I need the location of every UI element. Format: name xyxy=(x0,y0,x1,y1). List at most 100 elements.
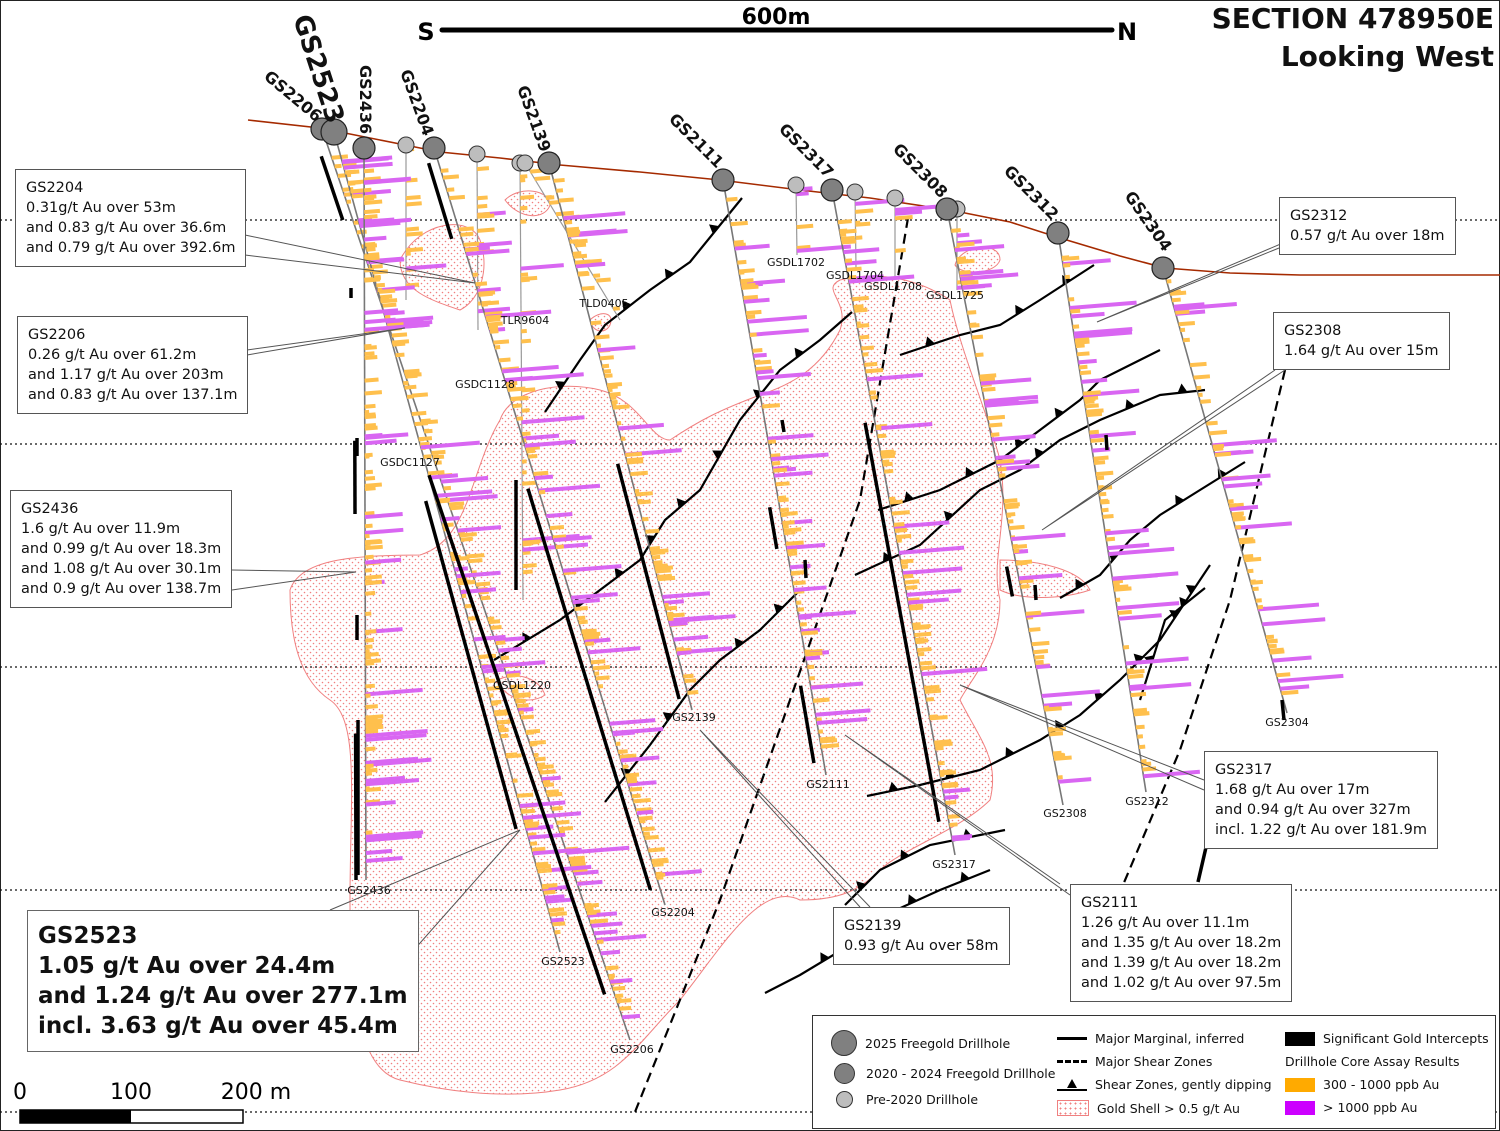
assay-bar-low xyxy=(612,985,626,991)
assay-bar-low xyxy=(486,316,500,322)
callout-line: GS2523 xyxy=(38,923,138,949)
assay-bar-low xyxy=(877,433,887,439)
assay-bar-low xyxy=(740,278,754,284)
callout-line: and 1.17 g/t Au over 203m xyxy=(28,367,224,383)
assay-bar-low xyxy=(519,174,528,179)
collar-label-gs2111: GS2111 xyxy=(665,109,727,171)
assay-bar-high xyxy=(1107,542,1150,551)
assay-bar-low xyxy=(625,451,643,458)
thrust-triangle-icon xyxy=(1075,578,1085,589)
thrust-triangle-icon xyxy=(1015,304,1025,316)
assay-bar-low xyxy=(500,655,510,661)
collar-2025-icon xyxy=(320,118,348,146)
legend-label: Major Shear Zones xyxy=(1095,1054,1213,1069)
collar-2020-icon xyxy=(711,168,735,192)
assay-bar-low xyxy=(403,368,420,374)
assay-bar-low xyxy=(745,309,762,316)
assay-bar-low xyxy=(733,239,744,245)
assay-bar-high xyxy=(441,475,489,484)
legend-item-assay-low: 300 - 1000 ppb Au xyxy=(1285,1077,1439,1092)
assay-bar-high xyxy=(365,775,406,783)
gentle-shear-zone xyxy=(604,589,801,803)
assay-bar-low xyxy=(919,660,933,666)
assay-bar-low xyxy=(391,332,408,338)
callout-line: 0.57 g/t Au over 18m xyxy=(1290,228,1445,244)
assay-bar-low xyxy=(365,590,376,596)
legend-label: > 1000 ppb Au xyxy=(1323,1100,1418,1115)
assay-bar-low xyxy=(616,998,632,1004)
callout-line: and 0.83 g/t Au over 137.1m xyxy=(28,387,238,403)
assay-bar-low xyxy=(405,231,423,237)
assay-bar-low xyxy=(1033,649,1049,655)
assay-bar-low xyxy=(778,497,789,503)
assay-bar-low xyxy=(1281,689,1299,696)
collar-pre2020-icon xyxy=(468,145,486,163)
assay-bar-low xyxy=(1028,627,1041,632)
assay-bar-low xyxy=(612,404,630,410)
significant-intercept xyxy=(427,474,607,996)
assay-bar-low xyxy=(1127,669,1145,675)
assay-bar-low xyxy=(589,918,609,924)
historic-drillhole-label: GSDL1704 xyxy=(826,269,884,282)
assay-bar-low xyxy=(626,776,637,782)
assay-bar-low xyxy=(1113,584,1129,590)
assay-bar-high xyxy=(365,830,424,839)
thrust-triangle-icon xyxy=(773,603,784,614)
assay-bar-low xyxy=(552,921,566,927)
assay-bar-low xyxy=(615,993,624,999)
assay-bar-low xyxy=(363,176,381,182)
thrust-triangle-icon xyxy=(904,491,914,502)
assay-bar-low xyxy=(650,550,666,556)
assay-bar-high xyxy=(984,397,1019,405)
collar-pre2020-icon xyxy=(397,136,415,154)
assay-bar-low xyxy=(522,541,532,547)
assay-bar-low xyxy=(572,251,582,256)
assay-bar-high xyxy=(365,728,428,738)
assay-bar-low xyxy=(853,304,864,309)
assay-bar-low xyxy=(405,194,421,201)
assay-bar-low xyxy=(1008,524,1025,531)
assay-bar-low xyxy=(1075,343,1085,349)
collar-pre2020-icon xyxy=(787,176,805,194)
assay-bar-low xyxy=(1025,610,1042,616)
scale-south-label: S xyxy=(417,18,434,46)
assay-bar-low xyxy=(498,357,511,363)
assay-bar-low xyxy=(537,868,552,874)
gold-shell xyxy=(999,559,1091,598)
assay-bar-low xyxy=(475,581,491,587)
assay-bar-low xyxy=(476,166,490,172)
gold-shell xyxy=(504,190,551,217)
assay-bar-high xyxy=(528,832,566,840)
assay-bar-low xyxy=(900,560,908,565)
assay-bar-low xyxy=(730,220,748,227)
assay-bar-low xyxy=(1171,297,1181,303)
assay-bar-low xyxy=(1238,536,1254,543)
assay-bar-high xyxy=(756,369,774,375)
assay-bar-high xyxy=(1116,601,1180,611)
assay-bar-low xyxy=(1206,420,1218,426)
assay-bar-low xyxy=(1213,446,1224,452)
assay-bar-low xyxy=(773,467,788,473)
assay-bar-low xyxy=(563,570,577,576)
assay-bar-low xyxy=(956,256,967,262)
assay-bar-low xyxy=(553,177,565,183)
assay-bar-low xyxy=(543,889,556,895)
assay-bar-high xyxy=(1257,602,1320,612)
thrust-triangle-icon xyxy=(614,567,624,578)
assay-bar-low xyxy=(606,382,623,388)
assay-bar-low xyxy=(1212,443,1225,449)
assay-bar-low xyxy=(652,862,664,868)
assay-bar-low xyxy=(635,491,653,497)
significant-intercept xyxy=(767,506,779,550)
assay-bar-low xyxy=(364,241,376,247)
assay-bar-low xyxy=(460,536,473,542)
assay-bar-low xyxy=(478,291,493,297)
significant-intercept xyxy=(319,155,345,221)
assay-bar-low xyxy=(463,241,480,247)
assay-bar-low xyxy=(547,791,563,798)
assay-bar-low xyxy=(585,641,595,647)
assay-bar-low xyxy=(516,703,529,709)
assay-bar-low xyxy=(365,644,373,650)
assay-bar-low xyxy=(364,277,373,282)
assay-bar-low xyxy=(935,745,944,751)
